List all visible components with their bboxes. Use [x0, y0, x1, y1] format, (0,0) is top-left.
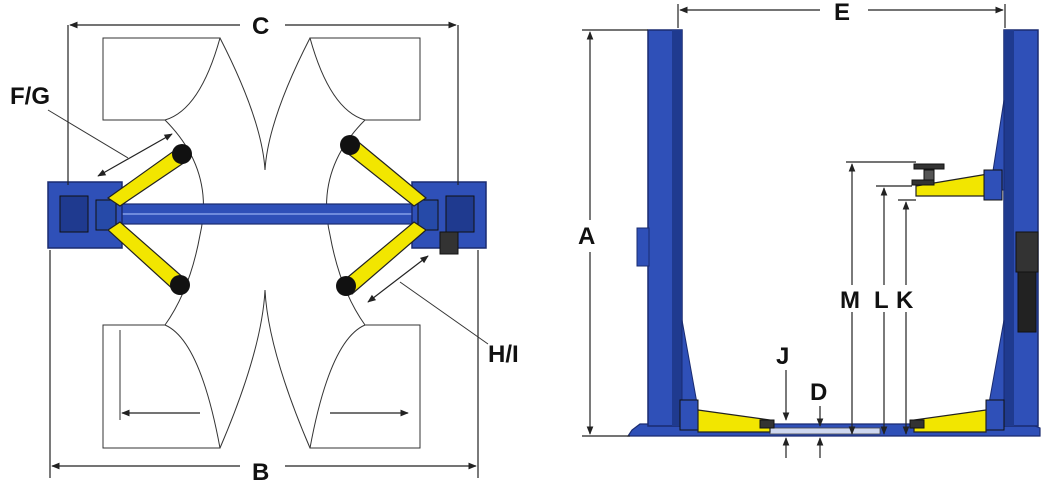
label-a: A [578, 223, 595, 250]
arm-bottom-right [336, 221, 427, 296]
lowered-arm-left [679, 399, 775, 433]
label-hi: H/I [488, 341, 519, 368]
dim-hi-line [367, 255, 429, 303]
label-fg: F/G [10, 83, 50, 110]
right-column-shade [1004, 30, 1014, 426]
dim-hi-leader [399, 281, 489, 345]
left-carriage [59, 195, 89, 233]
dim-fg-line [97, 133, 173, 177]
label-j: J [776, 343, 789, 370]
label-c: C [252, 13, 269, 40]
left-column-bracket [636, 227, 650, 267]
label-e: E [834, 0, 850, 26]
arm-sweep-outline-tr [309, 37, 421, 121]
sweep-arc-top [219, 37, 311, 171]
label-l: L [874, 287, 889, 314]
right-arm-pivot [417, 199, 439, 231]
right-carriage [445, 195, 475, 233]
floor-plate [769, 427, 881, 435]
dim-fg-leader [47, 109, 129, 159]
left-arm-pivot [95, 199, 117, 231]
label-d: D [810, 379, 827, 406]
label-k: K [896, 287, 914, 314]
arm-sweep-outline [102, 37, 221, 121]
lowered-arm-right [909, 399, 1005, 433]
top-view: C B F/G H/I [10, 13, 519, 481]
front-view: E A M L K J D [578, 0, 1041, 458]
power-unit-tank [1017, 271, 1037, 333]
power-unit-motor [1015, 231, 1039, 273]
label-m: M [840, 287, 860, 314]
arm-top-right [340, 135, 428, 207]
label-b: B [252, 459, 269, 481]
raised-arm [911, 163, 1003, 201]
arm-sweep-outline-br [309, 324, 421, 449]
sweep-arc-bottom [219, 289, 311, 449]
arm-sweep-outline-bl [102, 324, 221, 449]
left-column-shade [672, 30, 682, 426]
power-unit [439, 231, 459, 255]
arm-bottom-left [107, 221, 190, 295]
